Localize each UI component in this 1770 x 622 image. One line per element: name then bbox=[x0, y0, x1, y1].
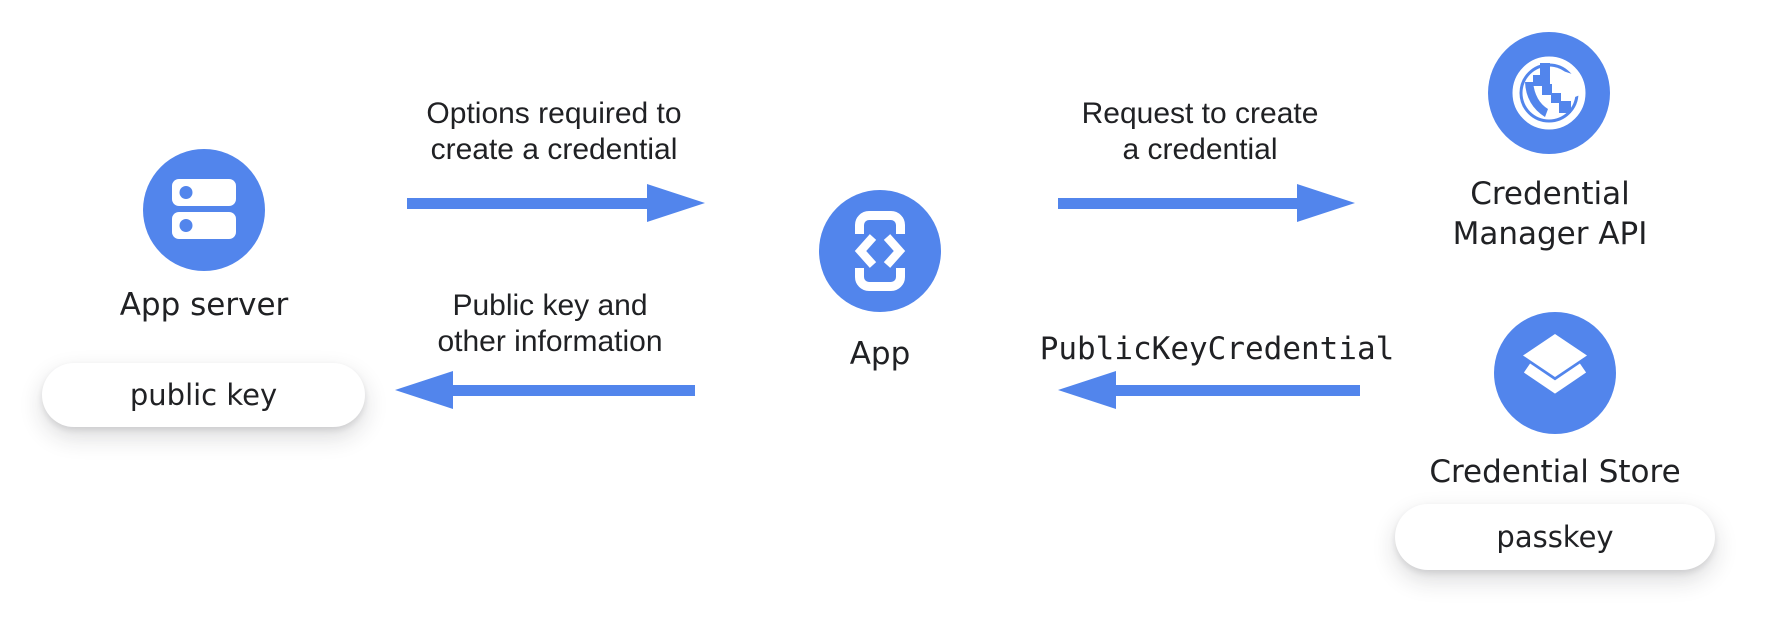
app-node bbox=[819, 190, 941, 312]
options-arrow-right bbox=[407, 184, 705, 222]
credential-manager-node bbox=[1488, 32, 1610, 154]
public-key-badge-text: public key bbox=[129, 378, 278, 412]
public-key-credential-arrow-left bbox=[1058, 371, 1360, 409]
arrow-head-right-icon bbox=[1297, 184, 1355, 222]
request-arrow-label: Request to create a credential bbox=[1081, 97, 1319, 166]
public-key-badge: public key bbox=[42, 363, 365, 427]
credential-store-label: Credential Store bbox=[1429, 454, 1681, 490]
globe-icon bbox=[1512, 56, 1586, 130]
public-key-info-arrow-label: Public key and other information bbox=[437, 289, 663, 358]
arrow-head-left-icon bbox=[1058, 371, 1116, 409]
server-icon bbox=[172, 179, 236, 239]
phone-code-icon bbox=[854, 211, 906, 291]
credential-manager-label: Credential Manager API bbox=[1452, 176, 1648, 252]
public-key-info-arrow-left bbox=[395, 371, 695, 409]
public-key-credential-label: PublicKeyCredential bbox=[1039, 331, 1395, 367]
layers-icon bbox=[1523, 334, 1587, 394]
app-label: App bbox=[849, 336, 911, 372]
app-server-node bbox=[143, 149, 265, 271]
credential-store-node bbox=[1494, 312, 1616, 434]
app-server-label: App server bbox=[119, 287, 289, 323]
arrow-head-left-icon bbox=[395, 371, 453, 409]
options-arrow-label: Options required to create a credential bbox=[426, 97, 682, 166]
request-arrow-right bbox=[1058, 184, 1355, 222]
passkey-badge-text: passkey bbox=[1496, 520, 1614, 554]
passkey-badge: passkey bbox=[1395, 504, 1715, 570]
arrow-head-right-icon bbox=[647, 184, 705, 222]
